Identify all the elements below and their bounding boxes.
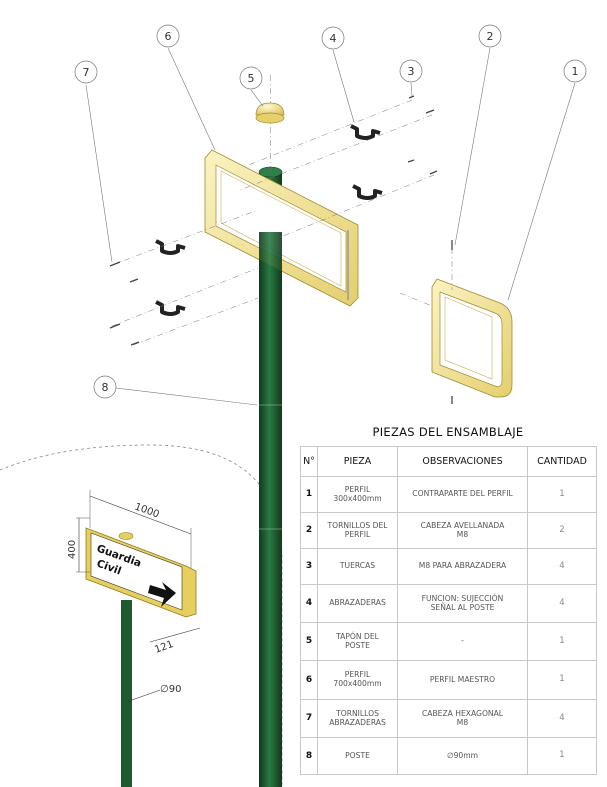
dimension-height: 400 xyxy=(67,540,78,559)
cell-pieza-line: TUERCAS xyxy=(339,561,376,571)
callout-4: 4 xyxy=(330,32,337,45)
cell-observaciones: ∅90mm xyxy=(397,737,528,775)
cell-observaciones-line: FUNCION: SUJECCIÓN xyxy=(421,593,504,603)
cell-pieza-line: PERFIL xyxy=(344,670,371,680)
screws xyxy=(109,95,453,404)
callout-7: 7 xyxy=(83,66,90,79)
cell-pieza: POSTE xyxy=(317,737,398,775)
callout-bubbles xyxy=(74,24,587,399)
cell-observaciones-line: CONTRAPARTE DEL PERFIL xyxy=(412,489,513,499)
callout-leaders xyxy=(85,47,576,406)
detail-pole xyxy=(121,600,132,787)
cell-num: 1 xyxy=(300,476,318,513)
cell-observaciones-line: M8 PARA ABRAZADERA xyxy=(418,561,507,571)
cell-cantidad: 2 xyxy=(527,512,597,549)
detail-view: Guardia Civil 1000 400 121 ∅90 xyxy=(0,444,283,787)
cell-num: 2 xyxy=(300,512,318,549)
counter-profile xyxy=(431,278,513,398)
callout-3: 3 xyxy=(408,65,415,78)
cell-pieza: ABRAZADERAS xyxy=(317,584,398,623)
cell-observaciones-line: CABEZA HEXAGONAL xyxy=(421,708,504,718)
cell-cantidad: 4 xyxy=(527,699,597,738)
cell-cantidad: 1 xyxy=(527,660,597,700)
cell-observaciones: PERFIL MAESTRO xyxy=(397,660,528,700)
cell-cantidad: 4 xyxy=(527,584,597,623)
callout-2: 2 xyxy=(487,30,494,43)
clamps xyxy=(155,124,383,316)
cell-pieza-line: POSTE xyxy=(345,750,370,760)
cell-observaciones-line: M8 xyxy=(456,529,469,539)
detail-arrow-icon xyxy=(148,582,176,607)
cell-observaciones: M8 PARA ABRAZADERA xyxy=(397,548,528,585)
cell-pieza-line: TAPÓN DEL xyxy=(336,631,379,641)
cell-pieza-line: 700x400mm xyxy=(333,679,382,688)
cell-observaciones-line: M8 xyxy=(456,717,469,727)
assembly-axes xyxy=(111,99,453,346)
callout-5: 5 xyxy=(248,72,255,85)
cell-observaciones: CONTRAPARTE DEL PERFIL xyxy=(397,476,528,513)
master-profile xyxy=(204,149,359,307)
pole-cap xyxy=(255,102,285,124)
cell-observaciones: - xyxy=(397,622,528,661)
cell-cantidad: 4 xyxy=(527,548,597,585)
cell-num: 7 xyxy=(300,699,318,738)
callout-numbers: 1 2 3 4 5 6 7 8 xyxy=(83,30,579,394)
header-cantidad: CANTIDAD xyxy=(527,446,597,477)
cell-observaciones-line: CABEZA AVELLANADA xyxy=(420,520,505,530)
callout-1: 1 xyxy=(572,65,579,78)
table-row: 8 POSTE ∅90mm 1 xyxy=(300,737,597,775)
dimension-diameter: ∅90 xyxy=(160,684,181,695)
dimension-depth: 121 xyxy=(153,639,175,656)
callout-8: 8 xyxy=(102,381,109,394)
callout-6: 6 xyxy=(165,30,172,43)
cell-pieza-line: ABRAZADERAS xyxy=(329,717,386,727)
cell-cantidad: 1 xyxy=(527,476,597,513)
cell-pieza: TUERCAS xyxy=(317,548,398,585)
cell-observaciones-line: - xyxy=(461,636,464,646)
cell-cantidad: 1 xyxy=(527,622,597,661)
cell-pieza-line: 300x400mm xyxy=(333,493,382,503)
cell-observaciones-line: ∅90mm xyxy=(446,750,479,760)
header-observaciones: OBSERVACIONES xyxy=(397,446,528,477)
cell-num: 3 xyxy=(300,548,318,585)
cell-num: 8 xyxy=(300,737,318,775)
detail-boundary-arc xyxy=(0,444,283,787)
cell-pieza-line: TORNILLOS xyxy=(336,708,379,718)
header-num: N° xyxy=(300,446,318,477)
cell-observaciones-line: SEÑAL AL POSTE xyxy=(430,602,495,612)
detail-cap xyxy=(118,532,134,540)
cell-num: 6 xyxy=(300,660,318,700)
cell-observaciones-line: PERFIL MAESTRO xyxy=(429,674,496,684)
header-pieza: PIEZA xyxy=(317,446,398,477)
parts-table-title: PIEZAS DEL ENSAMBLAJE xyxy=(372,425,524,439)
table-row: 3 TUERCAS M8 PARA ABRAZADERA 4 xyxy=(300,548,597,585)
cell-pieza-line: ABRAZADERAS xyxy=(329,598,386,608)
cell-pieza-line: PERFIL xyxy=(344,484,371,494)
cell-pieza-line: POSTE xyxy=(345,640,370,650)
cell-pieza-line: TORNILLOS DEL xyxy=(327,520,388,530)
parts-table-header: N° PIEZA OBSERVACIONES CANTIDAD xyxy=(300,446,597,477)
cell-cantidad: 1 xyxy=(527,737,597,775)
cell-num: 5 xyxy=(300,622,318,661)
cell-pieza-line: PERFIL xyxy=(344,529,371,539)
cell-num: 4 xyxy=(300,584,318,623)
